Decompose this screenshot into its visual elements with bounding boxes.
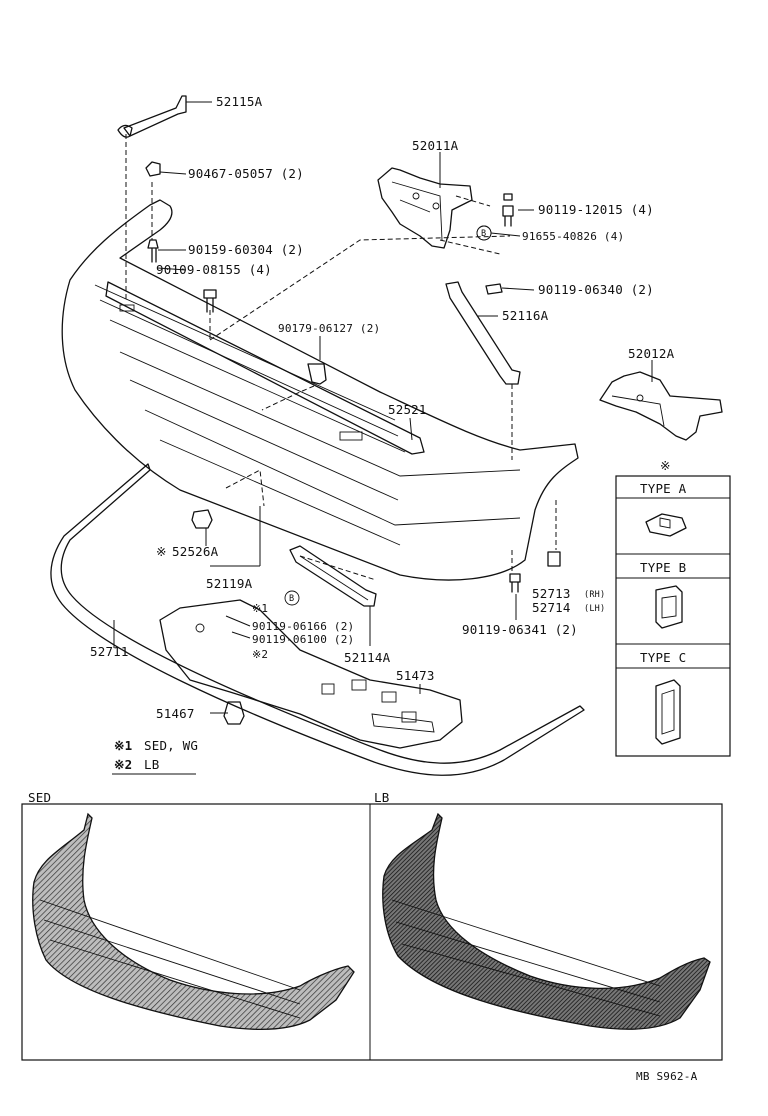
clip-52713-drawing xyxy=(509,551,561,620)
clip-90179-drawing xyxy=(307,336,327,385)
label-52116a: 52116A xyxy=(502,308,549,323)
note2-text: LB xyxy=(144,757,159,772)
type-a-clip-drawing xyxy=(645,513,687,537)
screw-90159-drawing xyxy=(147,239,186,263)
variant-sed-label: SED xyxy=(28,790,51,805)
bracket-52115a-drawing xyxy=(117,95,212,138)
variant-lb-label: LB xyxy=(374,790,389,805)
label-90179: 90179-06127 (2) xyxy=(278,322,380,335)
type-c-clip-drawing xyxy=(655,679,681,745)
molding-52711-drawing xyxy=(50,463,585,776)
label-51467: 51467 xyxy=(156,706,195,721)
leader-52119a xyxy=(210,506,261,567)
bolt-90119-12015-drawing xyxy=(502,193,534,227)
label-ref2-small: ※2 xyxy=(252,648,268,661)
label-90467: 90467-05057 (2) xyxy=(188,166,304,181)
label-52711: 52711 xyxy=(90,644,129,659)
diagram-code: MB S962-A xyxy=(636,1070,698,1083)
label-90159: 90159-60304 (2) xyxy=(188,242,304,257)
type-b-label: TYPE B xyxy=(640,560,686,575)
type-box-mark: ※ xyxy=(660,458,671,473)
label-52521: 52521 xyxy=(388,402,427,417)
label-90109: 90109-08155 (4) xyxy=(156,262,272,277)
label-52119a: 52119A xyxy=(206,576,253,591)
svg-text:B: B xyxy=(289,594,294,604)
label-52713-side: (RH) xyxy=(584,590,605,600)
label-51473: 51473 xyxy=(396,668,435,683)
note2-mark: ※2 xyxy=(114,757,132,772)
bracket-52012a-drawing xyxy=(599,360,723,441)
label-52011a: 52011A xyxy=(412,138,459,153)
note1-mark: ※1 xyxy=(114,738,132,753)
type-a-label: TYPE A xyxy=(640,481,687,496)
bolt-90109-drawing xyxy=(157,267,217,313)
label-52526a: 52526A xyxy=(172,544,219,559)
circle-b-2: B xyxy=(284,590,300,606)
label-90119-06100: 90119-06100 (2) xyxy=(252,633,354,646)
clip-90467-drawing xyxy=(145,161,187,177)
label-52713: 52713 xyxy=(532,586,571,601)
type-c-label: TYPE C xyxy=(640,650,686,665)
label-91655: 91655-40826 (4) xyxy=(522,230,624,243)
label-90119-06166: 90119-06166 (2) xyxy=(252,620,354,633)
bracket-52011a-drawing xyxy=(377,152,473,249)
clip-52526a-drawing xyxy=(191,509,213,546)
clip-51467-drawing xyxy=(210,701,245,725)
stay-52116a-drawing xyxy=(445,281,535,385)
label-90119-12015: 90119-12015 (4) xyxy=(538,202,654,217)
label-52115a: 52115A xyxy=(216,94,263,109)
label-52526a-mark: ※ xyxy=(156,544,167,559)
circle-b-1 xyxy=(476,225,492,241)
note1-text: SED, WG xyxy=(144,738,198,753)
under-cover-51473-drawing xyxy=(159,599,463,749)
retainer-52114a-drawing xyxy=(289,545,377,646)
circle-b-1-letter: B xyxy=(481,229,486,239)
label-ref1-small: ※1 xyxy=(252,602,268,615)
lb-bumper-drawing xyxy=(382,812,711,1030)
label-52714-side: (LH) xyxy=(584,604,605,614)
label-52012a: 52012A xyxy=(628,346,675,361)
type-b-clip-drawing xyxy=(655,585,683,629)
label-52114a: 52114A xyxy=(344,650,391,665)
label-90119-06341: 90119-06341 (2) xyxy=(462,622,578,637)
dashed-guide-lines xyxy=(125,134,557,581)
bumper-cover-52521-drawing xyxy=(61,199,579,581)
sed-bumper-drawing xyxy=(32,812,355,1031)
label-52714: 52714 xyxy=(532,600,571,615)
label-90119-06340: 90119-06340 (2) xyxy=(538,282,654,297)
